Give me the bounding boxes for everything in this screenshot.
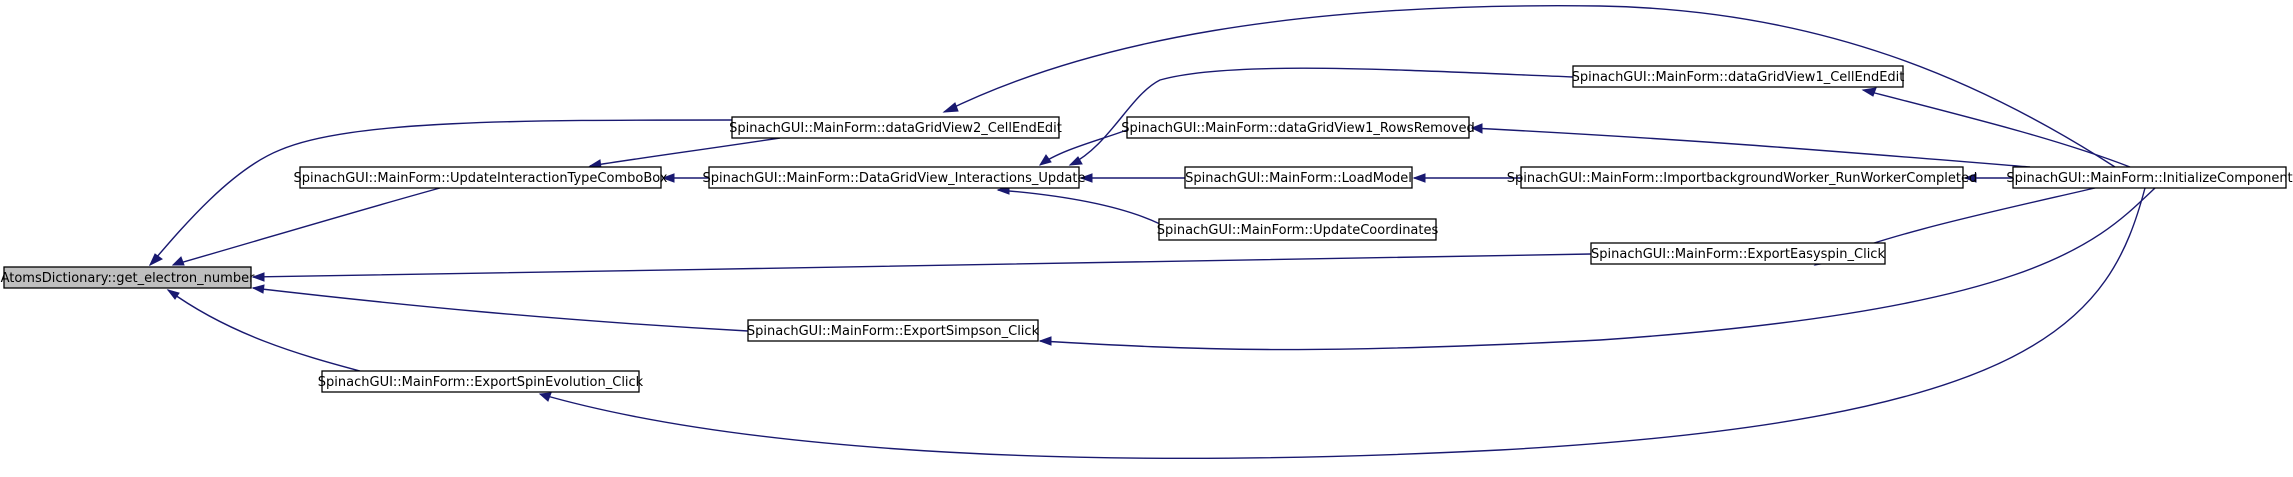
function-node-box [1126, 116, 1470, 139]
call-edge [942, 5, 2116, 168]
call-edge-line [997, 189, 1161, 225]
call-edge [1038, 129, 1128, 166]
function-node-label: SpinachGUI::MainForm::ExportSimpson_Clic… [747, 324, 1040, 339]
function-node-label: SpinachGUI::MainForm::InitializeComponen… [2006, 171, 2292, 186]
function-node-label: SpinachGUI::MainForm::UpdateCoordinates [1157, 223, 1439, 238]
caller-function-node[interactable]: SpinachGUI::MainForm::dataGridView1_Cell… [1572, 65, 1905, 88]
caller-function-node[interactable]: SpinachGUI::MainForm::InitializeComponen… [2006, 166, 2293, 189]
function-node-box [299, 166, 662, 189]
function-node-label: SpinachGUI::MainForm::ExportEasyspin_Cli… [1591, 247, 1885, 262]
call-edge-line [172, 187, 441, 266]
call-edge-line [539, 187, 2146, 460]
function-node-box [321, 370, 640, 393]
call-edge-arrowhead [1068, 156, 1083, 166]
function-node-label: SpinachGUI::MainForm::ImportbackgroundWo… [1507, 171, 1977, 186]
caller-function-node[interactable]: SpinachGUI::MainForm::UpdateInteractionT… [294, 166, 668, 189]
call-edge [1963, 173, 2013, 183]
function-node-label: SpinachGUI::MainForm::ExportSpinEvolutio… [318, 375, 644, 390]
call-edge [1038, 187, 2156, 351]
function-node-box [731, 116, 1060, 139]
call-edge-line [252, 253, 1592, 278]
call-edge-arrowhead [661, 173, 675, 183]
call-edge [171, 187, 441, 266]
call-edge-arrowhead [1038, 336, 1052, 346]
function-node-label: SpinachGUI::MainForm::dataGridView1_Rows… [1121, 121, 1474, 136]
call-edge-line [589, 137, 781, 167]
graph-nodes: AtomsDictionary::get_electron_numberSpin… [1, 65, 2293, 393]
caller-function-node[interactable]: SpinachGUI::MainForm::LoadModel [1184, 166, 1413, 189]
call-edge [588, 137, 781, 169]
call-edge-arrowhead [251, 284, 265, 294]
function-node-box [1590, 242, 1886, 265]
function-node-box [2012, 166, 2287, 189]
call-edge-arrowhead [171, 256, 185, 266]
caller-function-node[interactable]: SpinachGUI::MainForm::dataGridView2_Cell… [729, 116, 1062, 139]
call-edge-line [1069, 67, 1574, 166]
call-edge-line [167, 289, 361, 372]
call-edge [166, 289, 361, 372]
call-edge [996, 185, 1161, 225]
call-edge-arrowhead [1470, 123, 1483, 134]
call-edge-line [149, 119, 733, 266]
function-node-box [1158, 218, 1437, 241]
caller-function-node[interactable]: SpinachGUI::MainForm::ExportEasyspin_Cli… [1590, 242, 1886, 265]
function-node-label: SpinachGUI::MainForm::LoadModel [1185, 171, 1412, 186]
function-node-label: SpinachGUI::MainForm::DataGridView_Inter… [703, 171, 1086, 186]
call-edge [251, 284, 749, 332]
call-edge-line [1039, 187, 2156, 351]
call-edge-arrowhead [1861, 87, 1877, 97]
call-edge-line [1471, 127, 2031, 168]
call-edge [1412, 173, 1521, 183]
caller-function-node[interactable]: SpinachGUI::MainForm::DataGridView_Inter… [703, 166, 1086, 189]
call-edge-arrowhead [1412, 173, 1426, 183]
function-node-box [1184, 166, 1413, 189]
call-edge [1079, 173, 1185, 183]
function-node-box [1520, 166, 1964, 189]
caller-function-node[interactable]: SpinachGUI::MainForm::UpdateCoordinates [1157, 218, 1439, 241]
call-edge-arrowhead [1079, 173, 1093, 183]
function-node-label: SpinachGUI::MainForm::dataGridView1_Cell… [1572, 70, 1905, 85]
function-node-box [1572, 65, 1904, 88]
caller-function-node[interactable]: SpinachGUI::MainForm::ExportSimpson_Clic… [747, 319, 1040, 342]
function-node-label: SpinachGUI::MainForm::dataGridView2_Cell… [729, 121, 1062, 136]
call-edge-line [1862, 89, 2131, 168]
call-edge-arrowhead [942, 102, 959, 113]
call-edge [661, 173, 709, 183]
caller-function-node[interactable]: SpinachGUI::MainForm::ImportbackgroundWo… [1507, 166, 1977, 189]
call-edge [1068, 67, 1574, 166]
call-edge-arrowhead [538, 392, 552, 402]
call-edge-line [943, 5, 2116, 168]
function-node-label: SpinachGUI::MainForm::UpdateInteractionT… [294, 171, 668, 186]
call-edge-arrowhead [251, 272, 265, 282]
call-edge-arrowhead [166, 289, 180, 300]
call-edge-arrowhead [1963, 173, 1977, 183]
call-edge [251, 253, 1592, 282]
caller-function-node[interactable]: SpinachGUI::MainForm::ExportSpinEvolutio… [318, 370, 644, 393]
call-edge-arrowhead [1038, 154, 1052, 166]
call-edge-arrowhead [148, 253, 163, 267]
call-edge [538, 187, 2146, 460]
function-node-box [747, 319, 1039, 342]
function-node-label: AtomsDictionary::get_electron_number [1, 271, 255, 286]
function-node-box [3, 266, 252, 289]
call-edge [1861, 87, 2131, 168]
call-edge-line [252, 287, 749, 332]
caller-function-node[interactable]: SpinachGUI::MainForm::dataGridView1_Rows… [1121, 116, 1475, 139]
function-node-box [708, 166, 1080, 189]
call-edge [148, 119, 733, 267]
root-function-node[interactable]: AtomsDictionary::get_electron_number [1, 266, 255, 289]
call-edge [1470, 123, 2031, 168]
